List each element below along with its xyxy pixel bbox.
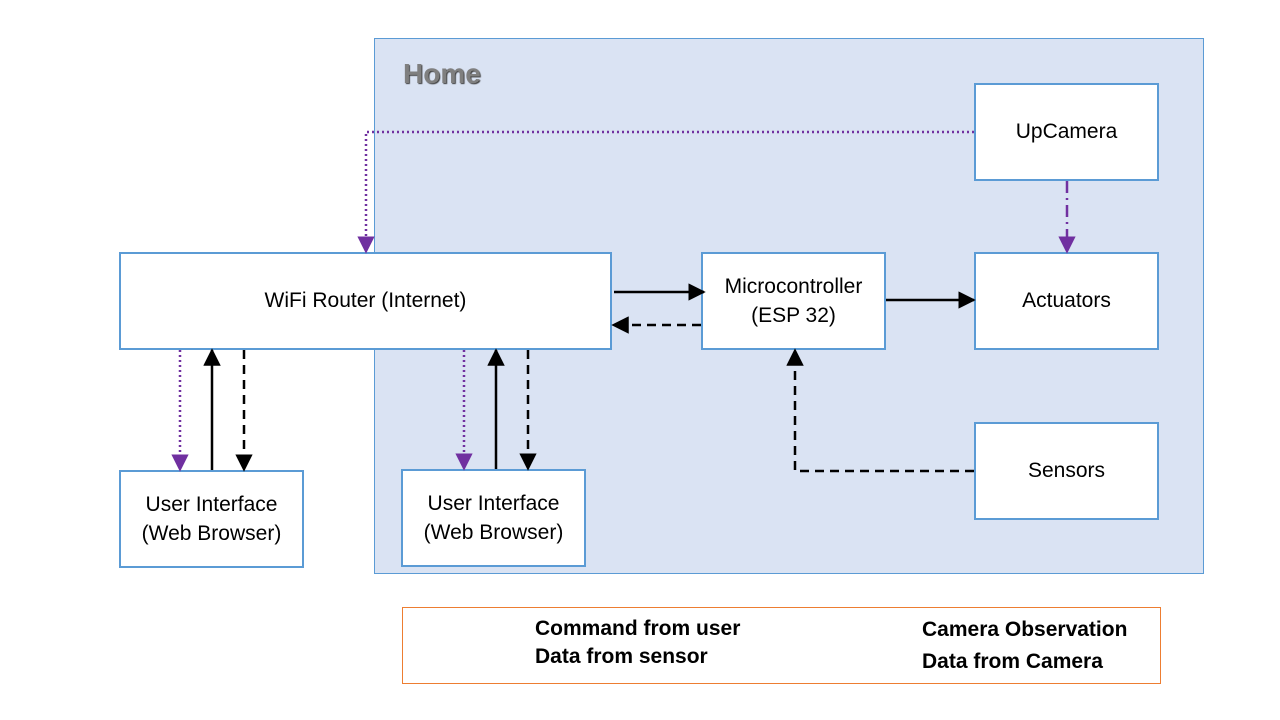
upcamera-node[interactable]: UpCamera bbox=[974, 83, 1159, 181]
legend-camera-data-label: Data from Camera bbox=[922, 650, 1103, 673]
home-region-title: Home bbox=[403, 58, 481, 89]
legend-command-label: Command from user bbox=[535, 617, 741, 640]
user-interface-home-node[interactable]: User Interface (Web Browser) bbox=[401, 469, 586, 567]
user-interface-remote-node[interactable]: User Interface (Web Browser) bbox=[119, 470, 304, 568]
sensors-node[interactable]: Sensors bbox=[974, 422, 1159, 520]
legend-sensor-label: Data from sensor bbox=[535, 645, 708, 668]
legend-box bbox=[402, 607, 1161, 684]
legend-camera-observation-label: Camera Observation bbox=[922, 618, 1128, 641]
wifi-router-node[interactable]: WiFi Router (Internet) bbox=[119, 252, 612, 350]
actuators-node[interactable]: Actuators bbox=[974, 252, 1159, 350]
microcontroller-node[interactable]: Microcontroller (ESP 32) bbox=[701, 252, 886, 350]
